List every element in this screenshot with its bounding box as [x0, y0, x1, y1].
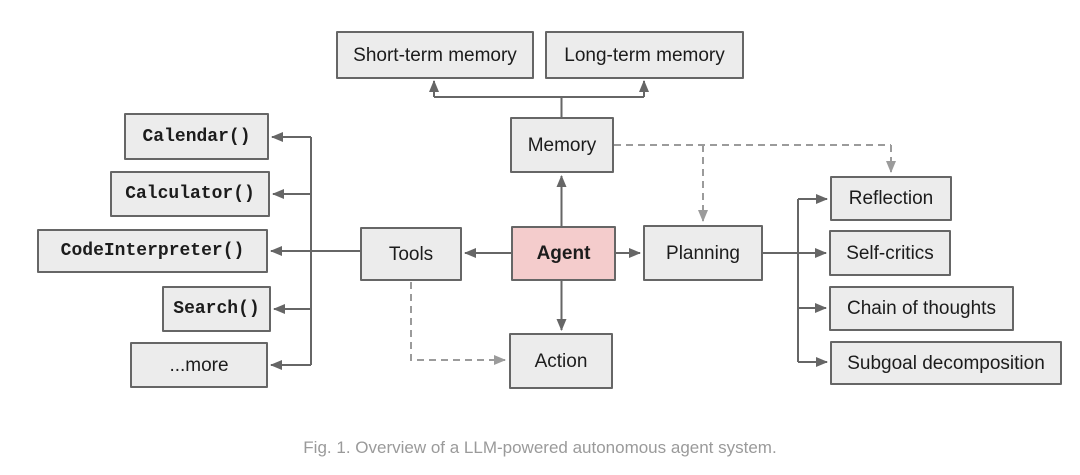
node-label: Planning [666, 242, 740, 264]
node-label: Self-critics [846, 242, 934, 264]
node-label: Search() [173, 299, 260, 319]
node-label: CodeInterpreter() [60, 241, 245, 261]
node-label: Action [534, 350, 588, 372]
node-memory: Memory [510, 117, 614, 173]
node-label: Tools [388, 243, 434, 265]
dashed-arrow-tools-to-action [410, 282, 506, 365]
figure-caption: Fig. 1. Overview of a LLM-powered autono… [303, 438, 777, 457]
node-tool-calendar: Calendar() [124, 113, 269, 160]
node-self-critics: Self-critics [829, 230, 951, 276]
node-label: ...more [169, 354, 229, 376]
node-reflection: Reflection [830, 176, 952, 221]
node-chain-of-thoughts: Chain of thoughts [829, 286, 1014, 331]
node-planning: Planning [643, 225, 763, 281]
node-label: Reflection [848, 188, 934, 209]
node-label: Agent [536, 243, 591, 264]
node-long-term-memory: Long-term memory [545, 31, 744, 79]
node-tool-search: Search() [162, 286, 271, 332]
node-subgoal-decomposition: Subgoal decomposition [830, 341, 1062, 385]
node-label: Memory [527, 134, 597, 156]
node-tool-more: ...more [130, 342, 268, 388]
node-label: Calculator() [125, 184, 255, 204]
node-action: Action [509, 333, 613, 389]
node-tool-calculator: Calculator() [110, 171, 270, 217]
node-label: Long-term memory [564, 44, 725, 66]
node-label: Calendar() [142, 126, 251, 147]
node-label: Short-term memory [353, 44, 517, 66]
node-tool-codeinterpreter: CodeInterpreter() [37, 229, 268, 273]
node-label: Subgoal decomposition [847, 352, 1045, 374]
node-label: Chain of thoughts [847, 298, 996, 319]
node-short-term-memory: Short-term memory [336, 31, 534, 79]
node-tools: Tools [360, 227, 462, 281]
node-agent: Agent [511, 226, 616, 281]
